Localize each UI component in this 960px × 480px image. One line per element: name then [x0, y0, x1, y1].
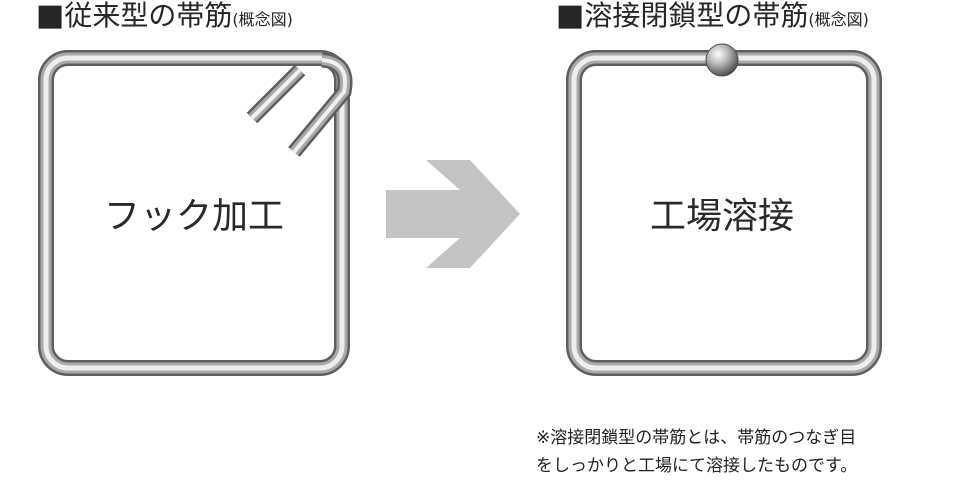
- hoop-left-highlight: [43, 55, 345, 371]
- hoop-welded: 工場溶接: [566, 43, 882, 376]
- heading-conventional-sub: (概念図): [232, 10, 293, 29]
- heading-welded: ■溶接閉鎖型の帯筋(概念図): [556, 0, 869, 38]
- square-marker-icon: ■: [556, 0, 585, 33]
- weld-point-icon: [705, 43, 739, 77]
- heading-welded-sub: (概念図): [808, 10, 869, 29]
- footnote-line-2: をしっかりと工場にて溶接したものです。: [536, 456, 858, 476]
- heading-conventional-title: 従来型の帯筋: [64, 0, 233, 32]
- footnote-line-1: ※溶接閉鎖型の帯筋とは、帯筋のつなぎ目: [536, 428, 857, 448]
- box-label-hook: フック加工: [104, 196, 284, 237]
- heading-welded-title: 溶接閉鎖型の帯筋: [584, 0, 809, 32]
- hoop-conventional: フック加工: [38, 50, 353, 376]
- hook-ends: [246, 52, 353, 157]
- square-marker-icon: ■: [36, 0, 65, 33]
- arrow-right-icon: [386, 160, 520, 268]
- box-label-weld: 工場溶接: [650, 196, 794, 237]
- heading-conventional: ■従来型の帯筋(概念図): [36, 0, 293, 38]
- footnote: ※溶接閉鎖型の帯筋とは、帯筋のつなぎ目 をしっかりと工場にて溶接したものです。: [536, 424, 946, 480]
